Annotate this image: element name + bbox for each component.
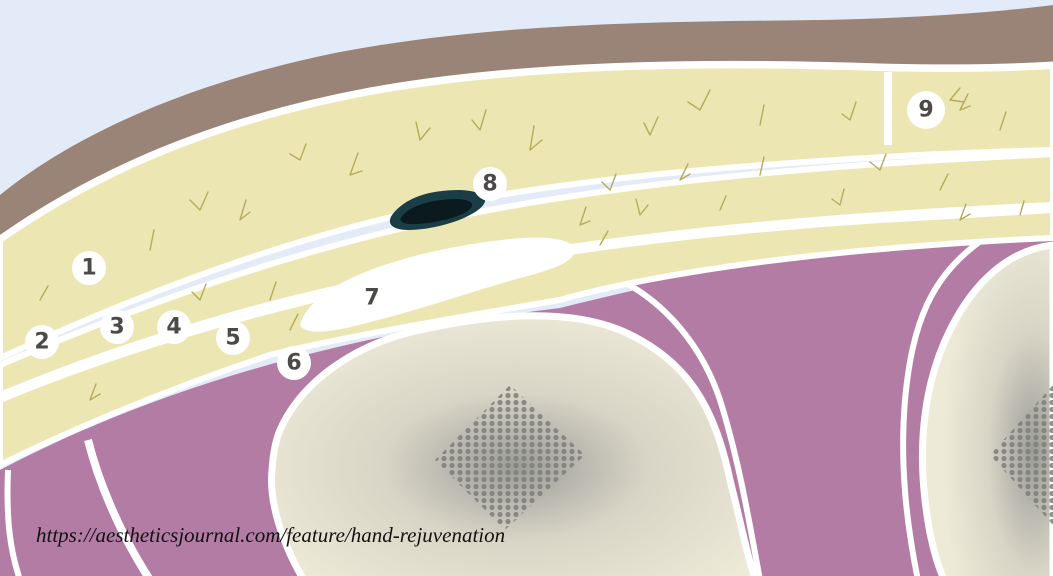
- label-6: 6: [277, 346, 311, 380]
- source-url-caption: https://aestheticsjournal.com/feature/ha…: [36, 523, 505, 548]
- svg-text:8: 8: [482, 172, 497, 197]
- label-3: 3: [100, 310, 134, 344]
- label-1: 1: [72, 251, 106, 285]
- svg-text:3: 3: [109, 315, 124, 340]
- svg-text:7: 7: [364, 286, 379, 311]
- svg-text:5: 5: [225, 326, 240, 351]
- svg-text:4: 4: [166, 315, 181, 340]
- label-5: 5: [216, 321, 250, 355]
- svg-text:1: 1: [81, 256, 96, 281]
- label-2: 2: [25, 325, 59, 359]
- svg-text:9: 9: [918, 98, 933, 123]
- label-9: 9: [907, 91, 945, 129]
- label-8: 8: [473, 167, 507, 201]
- svg-text:2: 2: [34, 330, 49, 355]
- label-4: 4: [157, 310, 191, 344]
- label-7: 7: [364, 286, 379, 311]
- svg-text:6: 6: [286, 351, 301, 376]
